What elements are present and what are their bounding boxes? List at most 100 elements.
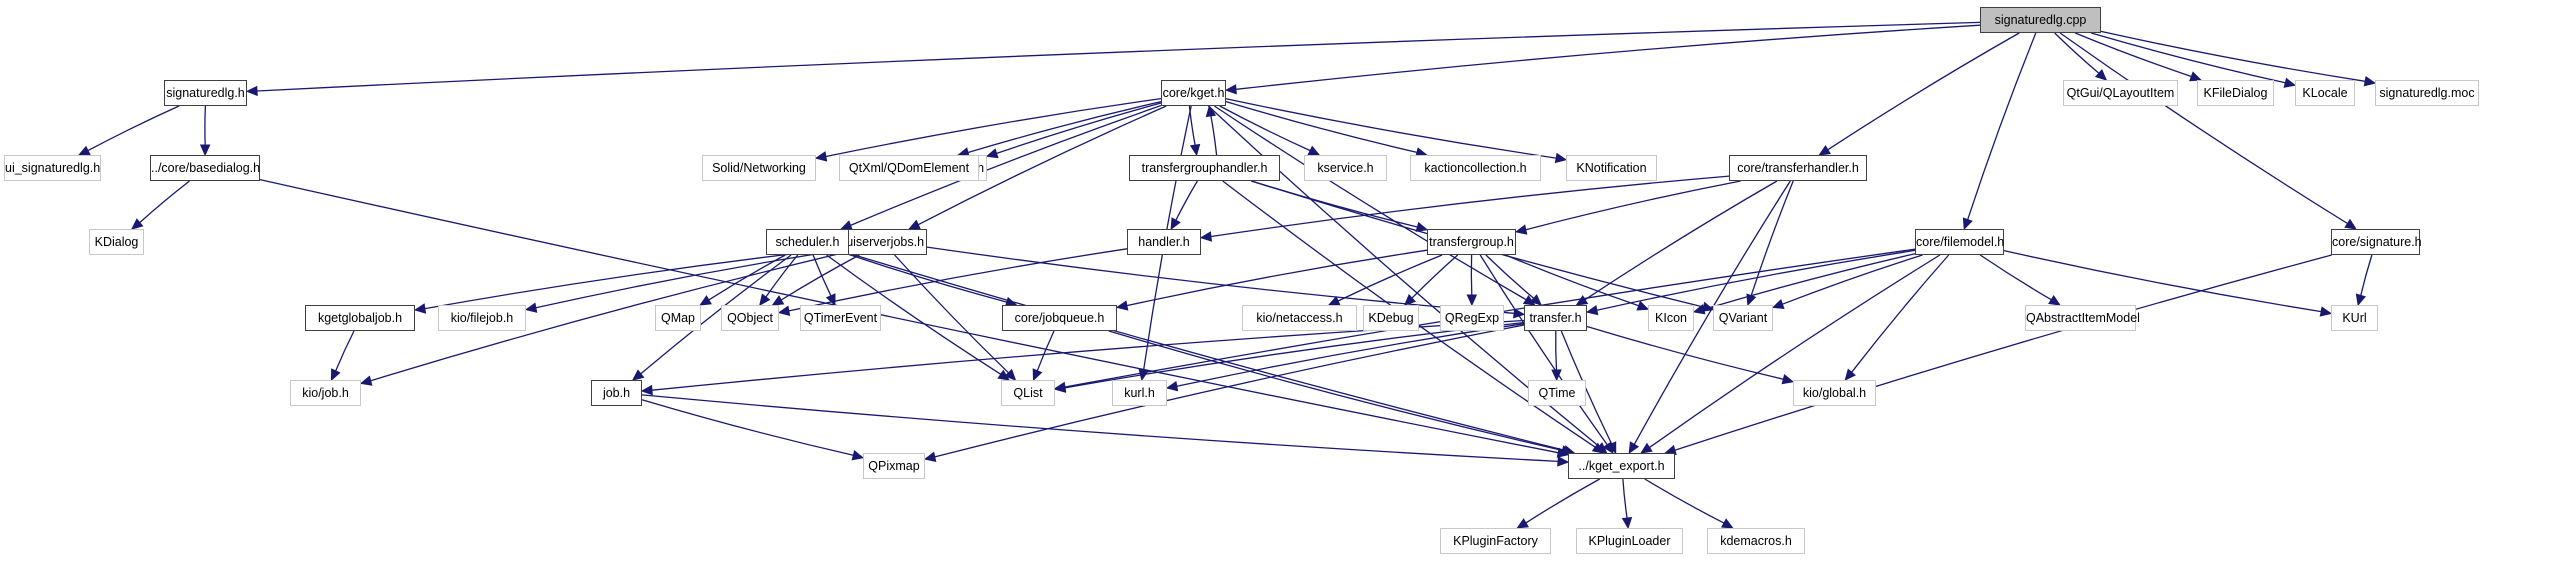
edge-kget-h-to-qdomelement	[968, 102, 1161, 153]
arrowhead-signaturedlg-moc-icon	[2364, 77, 2375, 86]
graph-node-qmap: QMap	[655, 305, 701, 331]
graph-node-job-h[interactable]: job.h	[591, 380, 642, 406]
graph-node-kgetglobaljob-h[interactable]: kgetglobaljob.h	[305, 305, 415, 331]
edge-basedialog-h-to-kdialog	[140, 181, 190, 223]
edge-job-h-to-qpixmap	[642, 400, 853, 456]
graph-node-filemodel-h[interactable]: core/filemodel.h	[1915, 229, 2004, 255]
arrowhead-kdemacros-h-icon	[1722, 519, 1733, 528]
graph-node-kfiledialog: KFileDialog	[2197, 80, 2274, 106]
graph-node-qdomelement: QtXml/QDomElement	[839, 155, 979, 181]
graph-node-signaturedlg-h[interactable]: signaturedlg.h	[164, 80, 247, 106]
arrowhead-qobject-icon	[773, 296, 784, 305]
arrowhead-handler-h-icon	[1171, 218, 1180, 229]
edge-kget-export-h-to-kdemacros-h	[1645, 479, 1724, 523]
edge-transfergrouphandler-h-to-kget-h	[1211, 116, 1217, 155]
graph-node-knotification: KNotification	[1566, 155, 1657, 181]
arrowhead-filemodel-h-icon	[1963, 218, 1972, 229]
edge-transfer-h-to-kurl-h	[1177, 324, 1524, 387]
graph-node-transfergroup-h[interactable]: transfergroup.h	[1427, 229, 1516, 255]
graph-node-kget-h[interactable]: core/kget.h	[1161, 80, 1226, 106]
graph-node-signature-h[interactable]: core/signature.h	[2331, 229, 2420, 255]
arrowhead-kuiserverjobs-h-icon	[909, 221, 920, 229]
edge-kget-export-h-to-kpluginfactory	[1526, 479, 1600, 523]
graph-node-signaturedlg-moc: signaturedlg.moc	[2375, 80, 2479, 106]
arrowhead-qmap-icon	[700, 296, 711, 305]
arrowhead-ui-signaturedlg-h-icon	[79, 147, 90, 155]
graph-node-kdebug: KDebug	[1363, 305, 1419, 331]
arrowhead-qpixmap-icon	[925, 453, 936, 462]
arrowhead-qlist-icon	[1033, 369, 1041, 380]
graph-node-qpixmap: QPixmap	[863, 453, 925, 479]
edge-kuiserverjobs-h-to-kgetglobaljob-h	[425, 249, 837, 309]
graph-node-qvariant: QVariant	[1713, 305, 1773, 331]
arrowhead-signature-h-icon	[2345, 220, 2356, 229]
edge-transfergroup-h-to-jobqueue-h	[1127, 250, 1427, 305]
graph-node-basedialog-h[interactable]: ../core/basedialog.h	[150, 155, 260, 181]
edge-kget-h-to-transfer-h	[1214, 106, 1526, 300]
graph-node-solid-networking: Solid/Networking	[702, 155, 816, 181]
arrowhead-kget-export-h-icon	[1641, 444, 1652, 453]
arrowhead-qpixmap-icon	[852, 451, 863, 460]
arrowhead-kgetglobaljob-h-icon	[415, 304, 426, 313]
graph-node-transferhandler-h[interactable]: core/transferhandler.h	[1729, 155, 1867, 181]
arrowhead-qabstractitemmodel-icon	[2049, 296, 2060, 305]
arrowhead-transfergroup-h-icon	[1416, 223, 1427, 232]
arrowhead-kio-netaccess-h-icon	[1329, 297, 1340, 305]
graph-node-ui-signaturedlg-h: ui_signaturedlg.h	[4, 155, 101, 181]
edge-signaturedlg-cpp-to-kget-h	[1236, 25, 1980, 89]
arrowhead-kget-export-h-icon	[1558, 457, 1568, 466]
graph-node-kget-export-h[interactable]: ../kget_export.h	[1568, 453, 1675, 479]
edge-transfergrouphandler-h-to-handler-h	[1176, 181, 1198, 220]
arrowhead-qobject-icon	[779, 306, 790, 315]
graph-node-kdialog: KDialog	[89, 229, 144, 255]
graph-node-transfergrouphandler-h[interactable]: transfergrouphandler.h	[1129, 155, 1280, 181]
edge-transferhandler-h-to-handler-h	[1211, 176, 1729, 236]
graph-node-qregexp: QRegExp	[1440, 305, 1504, 331]
graph-node-scheduler-h[interactable]: scheduler.h	[766, 229, 849, 255]
arrowhead-signaturedlg-h-icon	[247, 87, 257, 96]
graph-node-kservice-h: kservice.h	[1304, 155, 1387, 181]
graph-node-transfer-h[interactable]: transfer.h	[1524, 305, 1587, 331]
edge-scheduler-h-to-qmap	[709, 255, 786, 300]
graph-node-kio-filejob-h: kio/filejob.h	[438, 305, 526, 331]
edge-transfer-h-to-kio-global-h	[1587, 327, 1783, 380]
edge-filemodel-h-to-kio-global-h	[1852, 255, 1949, 372]
arrowhead-kio-filejob-h-icon	[526, 303, 537, 312]
arrowhead-ktabwidget-h-icon	[987, 149, 998, 158]
arrowhead-transfergrouphandler-h-icon	[1191, 145, 1200, 156]
graph-node-qtimerevent: QTimerEvent	[800, 305, 881, 331]
edge-signaturedlg-cpp-to-signaturedlg-h	[257, 22, 1980, 91]
edge-signaturedlg-cpp-to-signaturedlg-moc	[2101, 31, 2365, 81]
graph-node-handler-h[interactable]: handler.h	[1127, 229, 1201, 255]
graph-node-signaturedlg-cpp[interactable]: signaturedlg.cpp	[1980, 7, 2101, 33]
graph-node-kio-global-h: kio/global.h	[1793, 380, 1876, 406]
graph-node-qlayoutitem: QtGui/QLayoutItem	[2063, 80, 2178, 106]
arrowhead-klocale-icon	[2284, 79, 2295, 88]
graph-node-kuiserverjobs-h[interactable]: kuiserverjobs.h	[837, 229, 927, 255]
edge-kget-h-to-solid-networking	[826, 99, 1161, 157]
arrowhead-kurl-icon	[2320, 307, 2331, 316]
arrowhead-kservice-h-icon	[1308, 147, 1319, 156]
edge-transferhandler-h-to-transfergroup-h	[1526, 181, 1741, 230]
arrowhead-kio-global-h-icon	[1782, 375, 1793, 384]
arrowhead-solid-networking-icon	[816, 152, 827, 161]
edge-transfergroup-h-to-kicon	[1506, 255, 1639, 306]
arrowhead-qtime-icon	[1552, 370, 1561, 380]
edge-signaturedlg-cpp-to-filemodel-h	[1968, 33, 2036, 220]
arrowhead-kurl-icon	[2356, 294, 2365, 305]
graph-node-qabstractitemmodel: QAbstractItemModel	[2025, 305, 2136, 331]
arrowhead-basedialog-h-icon	[201, 145, 210, 155]
graph-node-qtime: QTime	[1528, 380, 1586, 406]
graph-node-kactioncollection-h: kactioncollection.h	[1410, 155, 1541, 181]
graph-node-kio-job-h: kio/job.h	[290, 380, 361, 406]
graph-node-kicon: KIcon	[1648, 305, 1694, 331]
arrowhead-job-h-icon	[642, 386, 652, 395]
arrowhead-kio-global-h-icon	[1845, 369, 1855, 380]
edge-signature-h-to-kurl	[2361, 255, 2372, 295]
edge-signaturedlg-cpp-to-transferhandler-h	[1828, 33, 2019, 150]
arrowhead-qvariant-icon	[1773, 300, 1784, 309]
graph-node-jobqueue-h[interactable]: core/jobqueue.h	[1002, 305, 1117, 331]
arrowhead-qregexp-icon	[1467, 295, 1476, 305]
